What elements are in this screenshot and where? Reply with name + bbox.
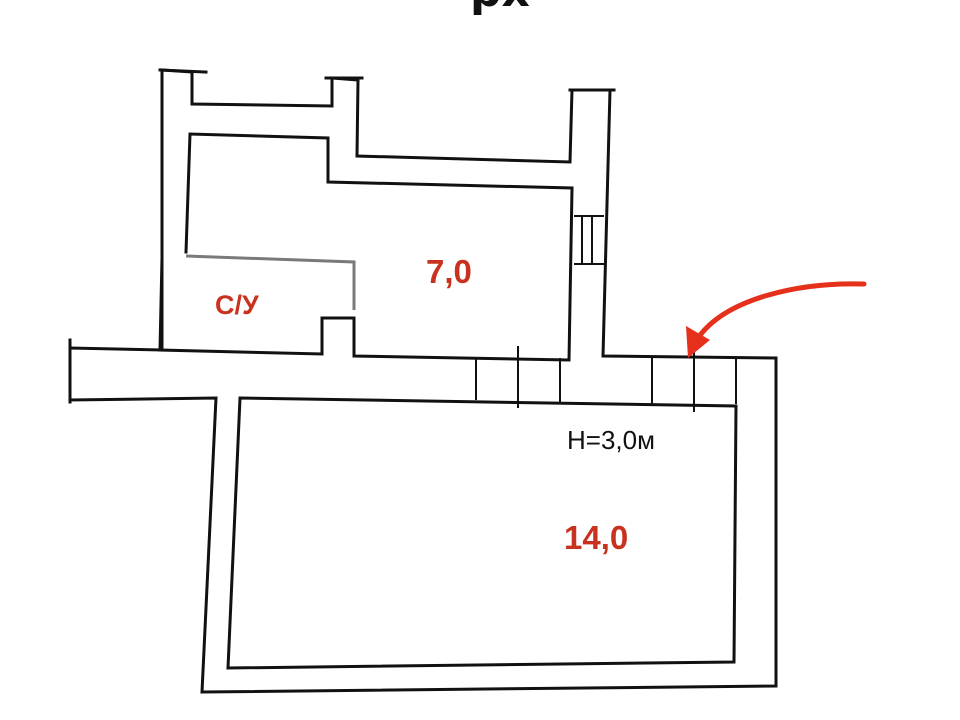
bathroom-partition [185, 254, 356, 310]
main-room-inner-wall [226, 396, 738, 670]
kitchen-area-label: 7,0 [426, 253, 472, 290]
main-room-area-label: 14,0 [564, 519, 629, 556]
entrance-arrow-head [686, 326, 710, 358]
outer-wall [68, 68, 778, 694]
ceiling-height-label: H=3,0м [567, 425, 655, 455]
kitchen-inner-wall [158, 132, 574, 362]
door-opening-right [651, 352, 737, 412]
wall-cap-left [158, 68, 208, 74]
entrance-arrow-icon [695, 281, 867, 341]
bathroom-label: С/У [215, 290, 259, 320]
door-opening-left [475, 346, 561, 408]
title-fragment: рх [470, 0, 530, 17]
window-frame-kitchen [574, 215, 604, 265]
